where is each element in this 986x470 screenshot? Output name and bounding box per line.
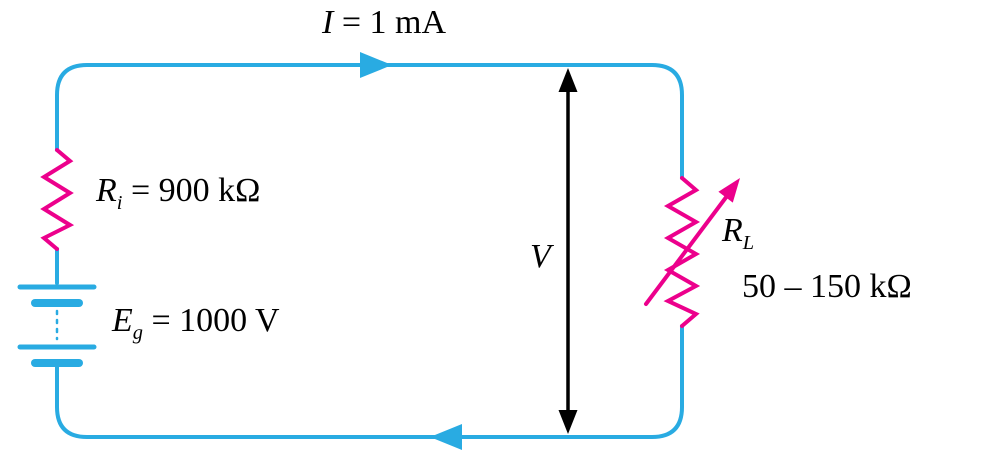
eg-label: Eg = 1000 V xyxy=(112,302,280,343)
voltage-label: V xyxy=(530,238,551,275)
current-symbol: I xyxy=(322,4,334,41)
current-label: I = 1 mA xyxy=(322,4,446,41)
current-arrow-top-icon xyxy=(360,52,392,78)
ri-value: = 900 kΩ xyxy=(122,172,261,209)
wire-bottom-loop xyxy=(55,324,684,439)
eg-symbol: E xyxy=(112,302,133,339)
resistor-ri-symbol xyxy=(40,148,75,251)
ri-subscript: i xyxy=(116,191,123,214)
eg-subscript: g xyxy=(132,321,143,344)
rl-range-label: 50 – 150 kΩ xyxy=(742,268,912,305)
voltage-arrow xyxy=(558,68,578,434)
rl-symbol: R xyxy=(722,212,743,249)
voltage-symbol: V xyxy=(530,238,551,275)
eg-value: = 1000 V xyxy=(142,302,280,339)
rl-subscript: L xyxy=(742,231,755,254)
wire-top-loop xyxy=(55,63,684,180)
rl-range-value: 50 – 150 kΩ xyxy=(742,268,912,305)
resistor-rl-symbol xyxy=(663,176,701,328)
current-value: = 1 mA xyxy=(333,4,447,41)
ri-symbol: R xyxy=(96,172,117,209)
battery-eg-symbol xyxy=(17,284,97,367)
ri-label: Ri = 900 kΩ xyxy=(96,172,261,213)
rl-label: RL xyxy=(722,212,754,253)
current-arrow-bottom-icon xyxy=(430,424,462,450)
rl-variable-arrow-icon xyxy=(644,178,740,306)
